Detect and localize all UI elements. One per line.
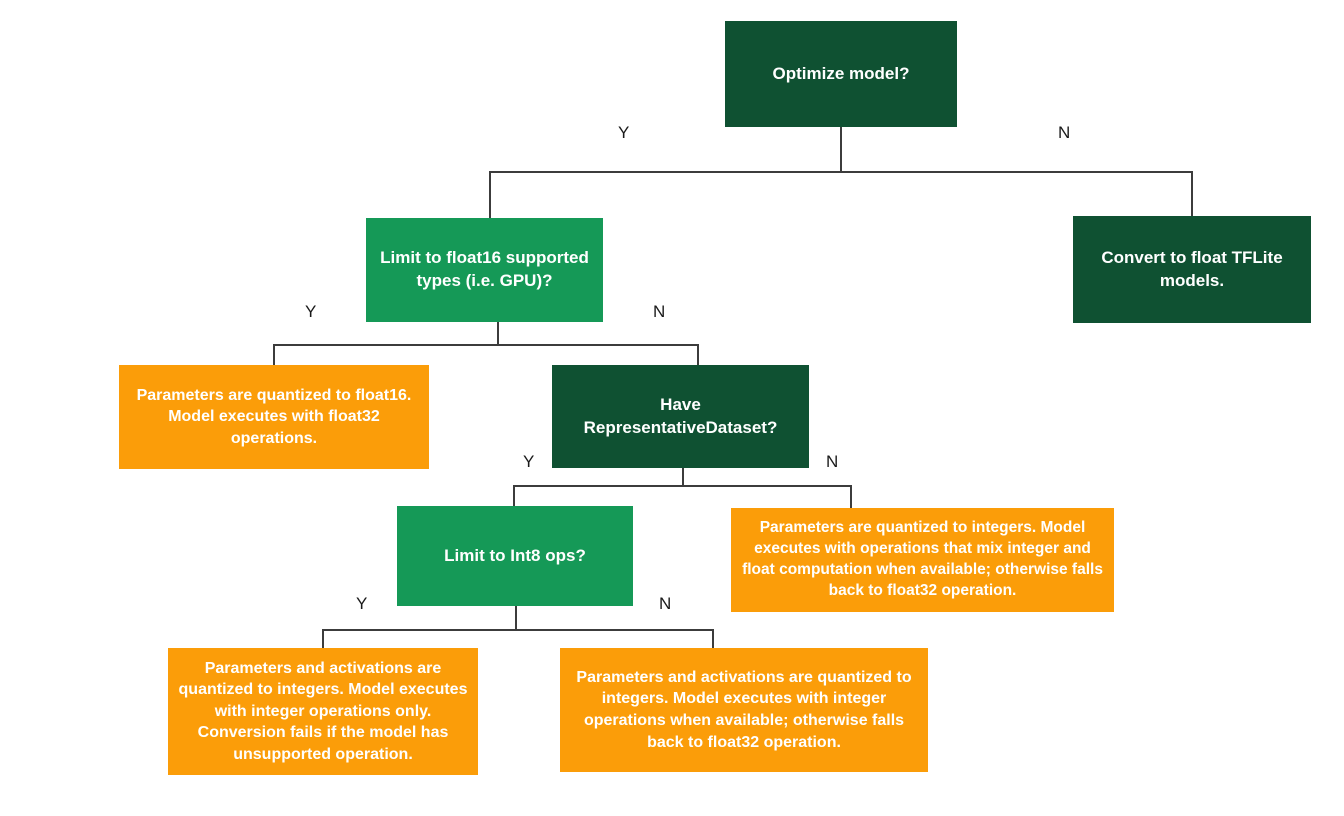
node-integer-when-available-result[interactable]: Parameters and activations are quantized… <box>560 648 928 772</box>
edge-int8-no-drop <box>712 629 714 650</box>
node-limit-to-int8-ops[interactable]: Limit to Int8 ops? <box>397 506 633 606</box>
edge-float16-no-drop <box>697 344 699 366</box>
edge-int8-stem <box>515 606 517 630</box>
node-mixed-integer-float-result[interactable]: Parameters are quantized to integers. Mo… <box>731 508 1114 612</box>
edge-float16-bus <box>273 344 698 346</box>
edge-label-optimize-yes: Y <box>618 123 630 142</box>
edge-float16-yes-drop <box>273 344 275 366</box>
edge-label-float16-no: N <box>653 302 666 321</box>
edge-label-float16-yes: Y <box>305 302 317 321</box>
node-integer-only-result[interactable]: Parameters and activations are quantized… <box>168 648 478 775</box>
edge-optimize-stem <box>840 127 842 172</box>
node-convert-to-float-tflite[interactable]: Convert to float TFLite models. <box>1073 216 1311 323</box>
node-optimize-model[interactable]: Optimize model? <box>725 21 957 127</box>
edge-optimize-no-drop <box>1191 171 1193 217</box>
edge-optimize-bus <box>489 171 1192 173</box>
edge-int8-bus <box>322 629 713 631</box>
edge-float16-stem <box>497 322 499 345</box>
edge-repdataset-no-drop <box>850 485 852 509</box>
edge-label-optimize-no: N <box>1058 123 1071 142</box>
edge-optimize-yes-drop <box>489 171 491 219</box>
edge-label-int8-no: N <box>659 594 672 613</box>
edge-label-repdataset-yes: Y <box>523 452 535 471</box>
edge-int8-yes-drop <box>322 629 324 650</box>
edge-repdataset-bus <box>513 485 851 487</box>
node-limit-float16-supported-types[interactable]: Limit to float16 supported types (i.e. G… <box>366 218 603 322</box>
edge-repdataset-stem <box>682 468 684 486</box>
edge-label-int8-yes: Y <box>356 594 368 613</box>
edge-repdataset-yes-drop <box>513 485 515 507</box>
edge-label-repdataset-no: N <box>826 452 839 471</box>
node-float16-quantization-result[interactable]: Parameters are quantized to float16. Mod… <box>119 365 429 469</box>
node-have-representative-dataset[interactable]: Have RepresentativeDataset? <box>552 365 809 468</box>
